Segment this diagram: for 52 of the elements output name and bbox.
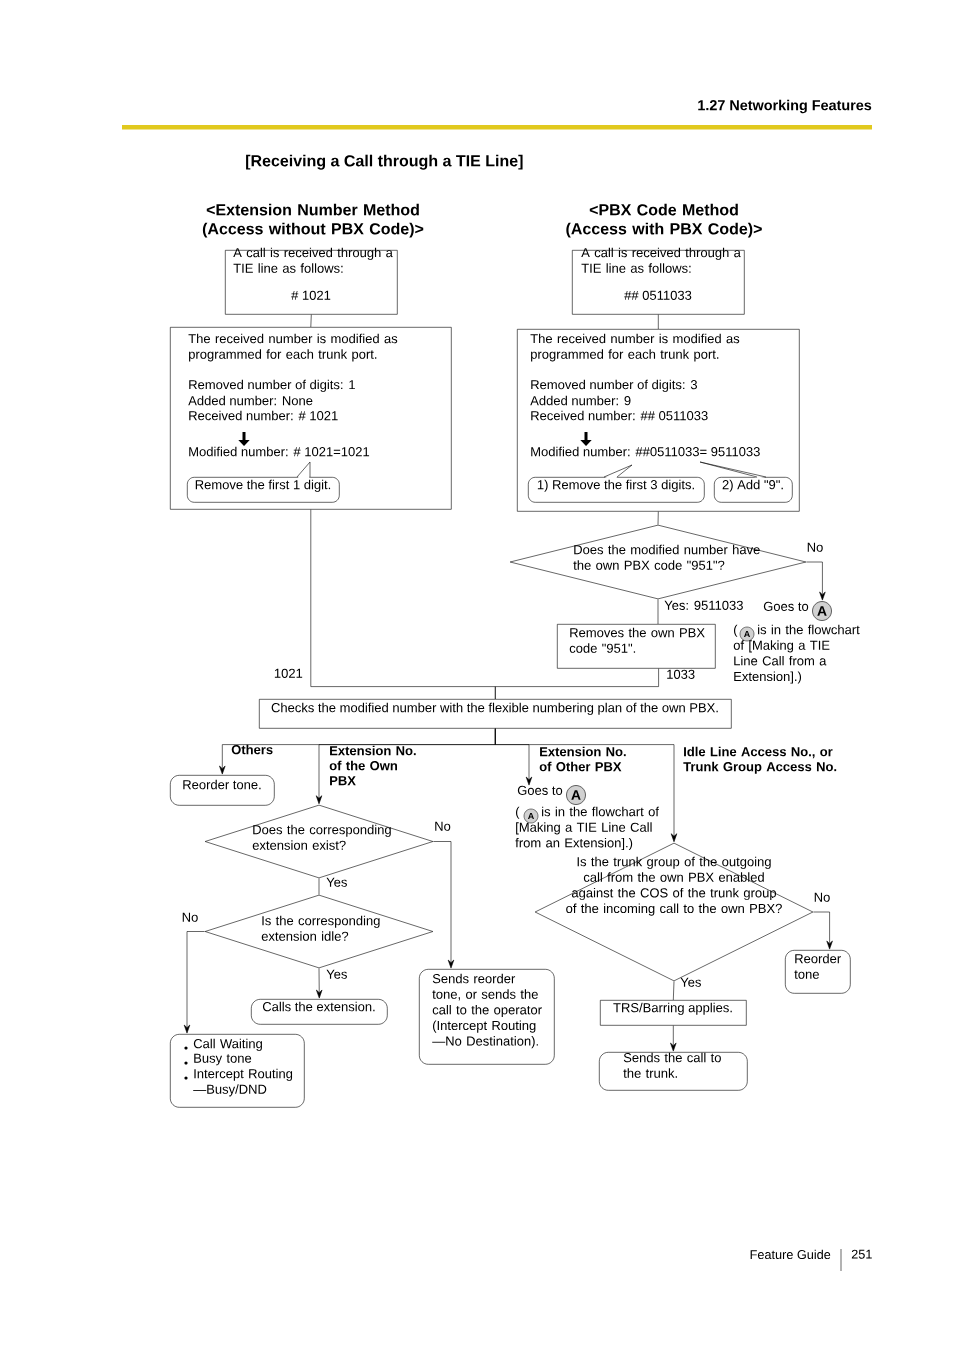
- process-box: A call is received through a TIE line as follows: ## 0511033: [572, 247, 745, 315]
- page-title: [Receiving a Call through a TIE Line]: [246, 154, 523, 170]
- edge-label: No: [435, 821, 451, 831]
- process-box: Removes the own PBX code "951".: [557, 624, 716, 669]
- page-number: 251: [851, 1249, 872, 1259]
- terminal-box: Sends the call to the trunk.: [599, 1052, 748, 1091]
- arrow: [316, 968, 323, 999]
- terminal-box: Call Waiting Busy tone Intercept Routing —Busy/DND: [170, 1034, 305, 1108]
- terminal-box: Reorder tone.: [170, 775, 275, 806]
- footer-text: Feature Guide: [750, 1249, 831, 1260]
- process-box: A call is received through a TIE line as follows: # 1021: [225, 247, 398, 315]
- note-text: ( A is in the flowchart of [Making a TIE Line Call from a Extension].): [733, 624, 860, 684]
- arrow: [806, 561, 826, 601]
- terminal-box: Calls the extension.: [251, 999, 388, 1025]
- terminal-box: Reorder tone: [785, 950, 851, 994]
- edge-label: Extension No. of Other PBX: [539, 746, 626, 772]
- edge-label: No: [182, 912, 198, 922]
- edge-label: 1021: [274, 668, 303, 678]
- edge-label: Others: [231, 744, 273, 755]
- edge-label: No: [814, 892, 830, 902]
- connector-line: [657, 599, 659, 625]
- edge-label: Yes: [326, 877, 347, 887]
- connector-line: [658, 314, 659, 330]
- process-box: Checks the modified number with the flexible numbering plan of the own PBX.: [259, 699, 732, 729]
- connector-line: [657, 511, 659, 525]
- connector-line: [310, 314, 312, 328]
- arrow: [813, 911, 833, 950]
- process-box: TRS/Barring applies.: [600, 1000, 747, 1026]
- connector-line: [673, 981, 675, 1001]
- connector-line: [495, 668, 659, 700]
- edge-label: Yes: [326, 969, 347, 979]
- edge-label: Idle Line Access No., or Trunk Group Access No.: [683, 746, 837, 774]
- edge-label: Extension No. of the Own PBX: [329, 745, 416, 786]
- connector-reference: Goes to A: [763, 601, 832, 621]
- edge-label: Yes: [680, 977, 701, 987]
- section-heading: 1.27 Networking Features: [698, 99, 872, 114]
- arrow: [670, 1025, 677, 1052]
- arrow: [183, 931, 205, 1034]
- arrow: [433, 841, 455, 969]
- connector-line: [318, 878, 320, 895]
- edge-label: No: [807, 542, 823, 552]
- connector-reference: Goes to A: [517, 785, 586, 805]
- edge-label: Yes: 9511033: [664, 600, 743, 610]
- terminal-box: Sends reorder tone, or sends the call to the operator (Intercept Routing —No Destination).: [419, 969, 555, 1065]
- node-label: Goes to: [763, 601, 809, 611]
- edge-label: 1033: [667, 669, 695, 679]
- callout-bubble: 2) Add "9".: [699, 461, 793, 503]
- arrow: [495, 728, 678, 843]
- callout-bubble: Remove the first 1 digit.: [187, 461, 340, 503]
- note-text: ( A is in the flowchart of [Making a TIE Line Call from an Extension].): [515, 806, 659, 850]
- callout-bubble: 1) Remove the first 3 digits.: [528, 464, 705, 503]
- node-label: Goes to: [517, 785, 563, 795]
